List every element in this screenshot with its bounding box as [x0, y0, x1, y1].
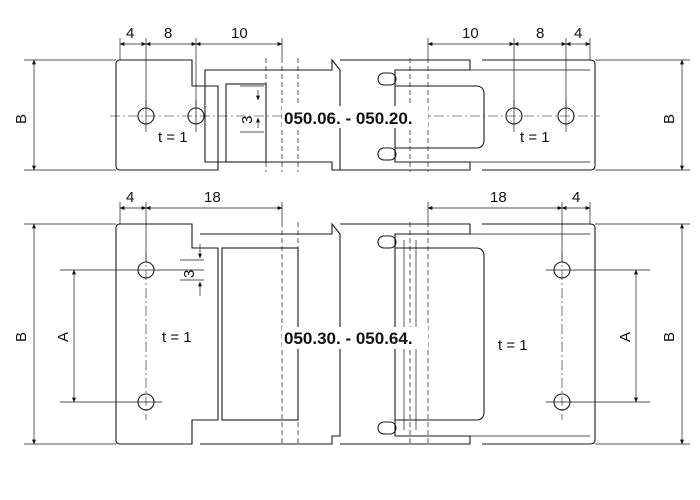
top-thickness-right: t = 1: [520, 129, 550, 146]
top-dim-b: 8: [164, 25, 172, 42]
top-height-label-right: B: [661, 114, 678, 124]
bottom-height-label-left: B: [13, 332, 30, 342]
top-left-plate-outline: [115, 59, 219, 171]
bottom-hole-spacing-right: A: [617, 332, 634, 342]
top-height-label-left: B: [13, 114, 30, 124]
bottom-left-plate-outline: [115, 223, 219, 445]
bottom-pin-upper: [377, 235, 397, 249]
top-dim-f: 4: [574, 25, 582, 42]
top-thickness-left: t = 1: [158, 129, 188, 146]
bottom-pin-lower: [377, 421, 397, 435]
bottom-dim-b: 18: [204, 189, 221, 206]
bottom-dim-gap: 3: [181, 270, 198, 278]
bottom-dim-d: 4: [572, 189, 580, 206]
bottom-dim-a: 4: [126, 189, 134, 206]
top-inner-link: [395, 85, 485, 149]
top-model-range: 050.06. - 050.20.: [284, 109, 413, 128]
top-dim-c: 10: [231, 25, 248, 42]
top-dim-gap: 3: [239, 116, 256, 124]
top-dim-a: 4: [126, 25, 134, 42]
top-dim-e: 8: [536, 25, 544, 42]
bottom-dim-c: 18: [490, 189, 507, 206]
bottom-chain-link-drawing: 4 18 18 4 3 A A B B t = 1 t = 1 050.30. …: [13, 189, 690, 446]
bottom-height-label-right: B: [661, 332, 678, 342]
top-pin-upper: [377, 72, 397, 86]
top-chain-link-drawing: 4 8 10 10 8 4 3 B B t = 1 t = 1 050.06. …: [13, 25, 690, 172]
top-right-plate-outline: [482, 59, 596, 171]
bottom-hole-spacing-left: A: [55, 332, 72, 342]
bottom-thickness-right: t = 1: [498, 337, 528, 354]
bottom-thickness-left: t = 1: [162, 329, 192, 346]
bottom-inner-link: [395, 247, 485, 421]
bottom-model-range: 050.30. - 050.64.: [284, 329, 413, 348]
top-dim-d: 10: [462, 25, 479, 42]
bottom-right-plate-outline: [482, 223, 596, 445]
top-pin-lower: [377, 147, 397, 161]
